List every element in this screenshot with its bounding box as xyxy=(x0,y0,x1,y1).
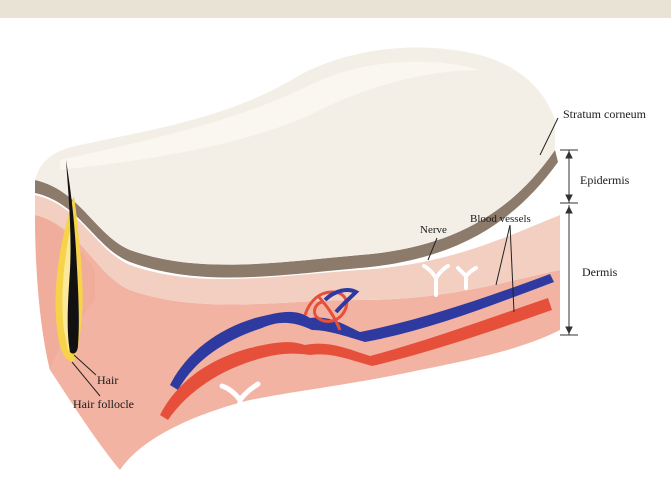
dermis-label: Dermis xyxy=(582,265,618,279)
epidermis-label: Epidermis xyxy=(580,173,630,187)
dermis-bracket xyxy=(560,205,578,335)
blood-vessels-label: Blood vessels xyxy=(470,213,531,225)
hair-label: Hair xyxy=(97,373,118,387)
stratum-corneum-label: Stratum corneum xyxy=(563,107,647,121)
hair-follicle-label: Hair follocle xyxy=(73,397,134,411)
nerve-label: Nerve xyxy=(420,224,447,236)
epidermis-bracket xyxy=(560,150,578,203)
